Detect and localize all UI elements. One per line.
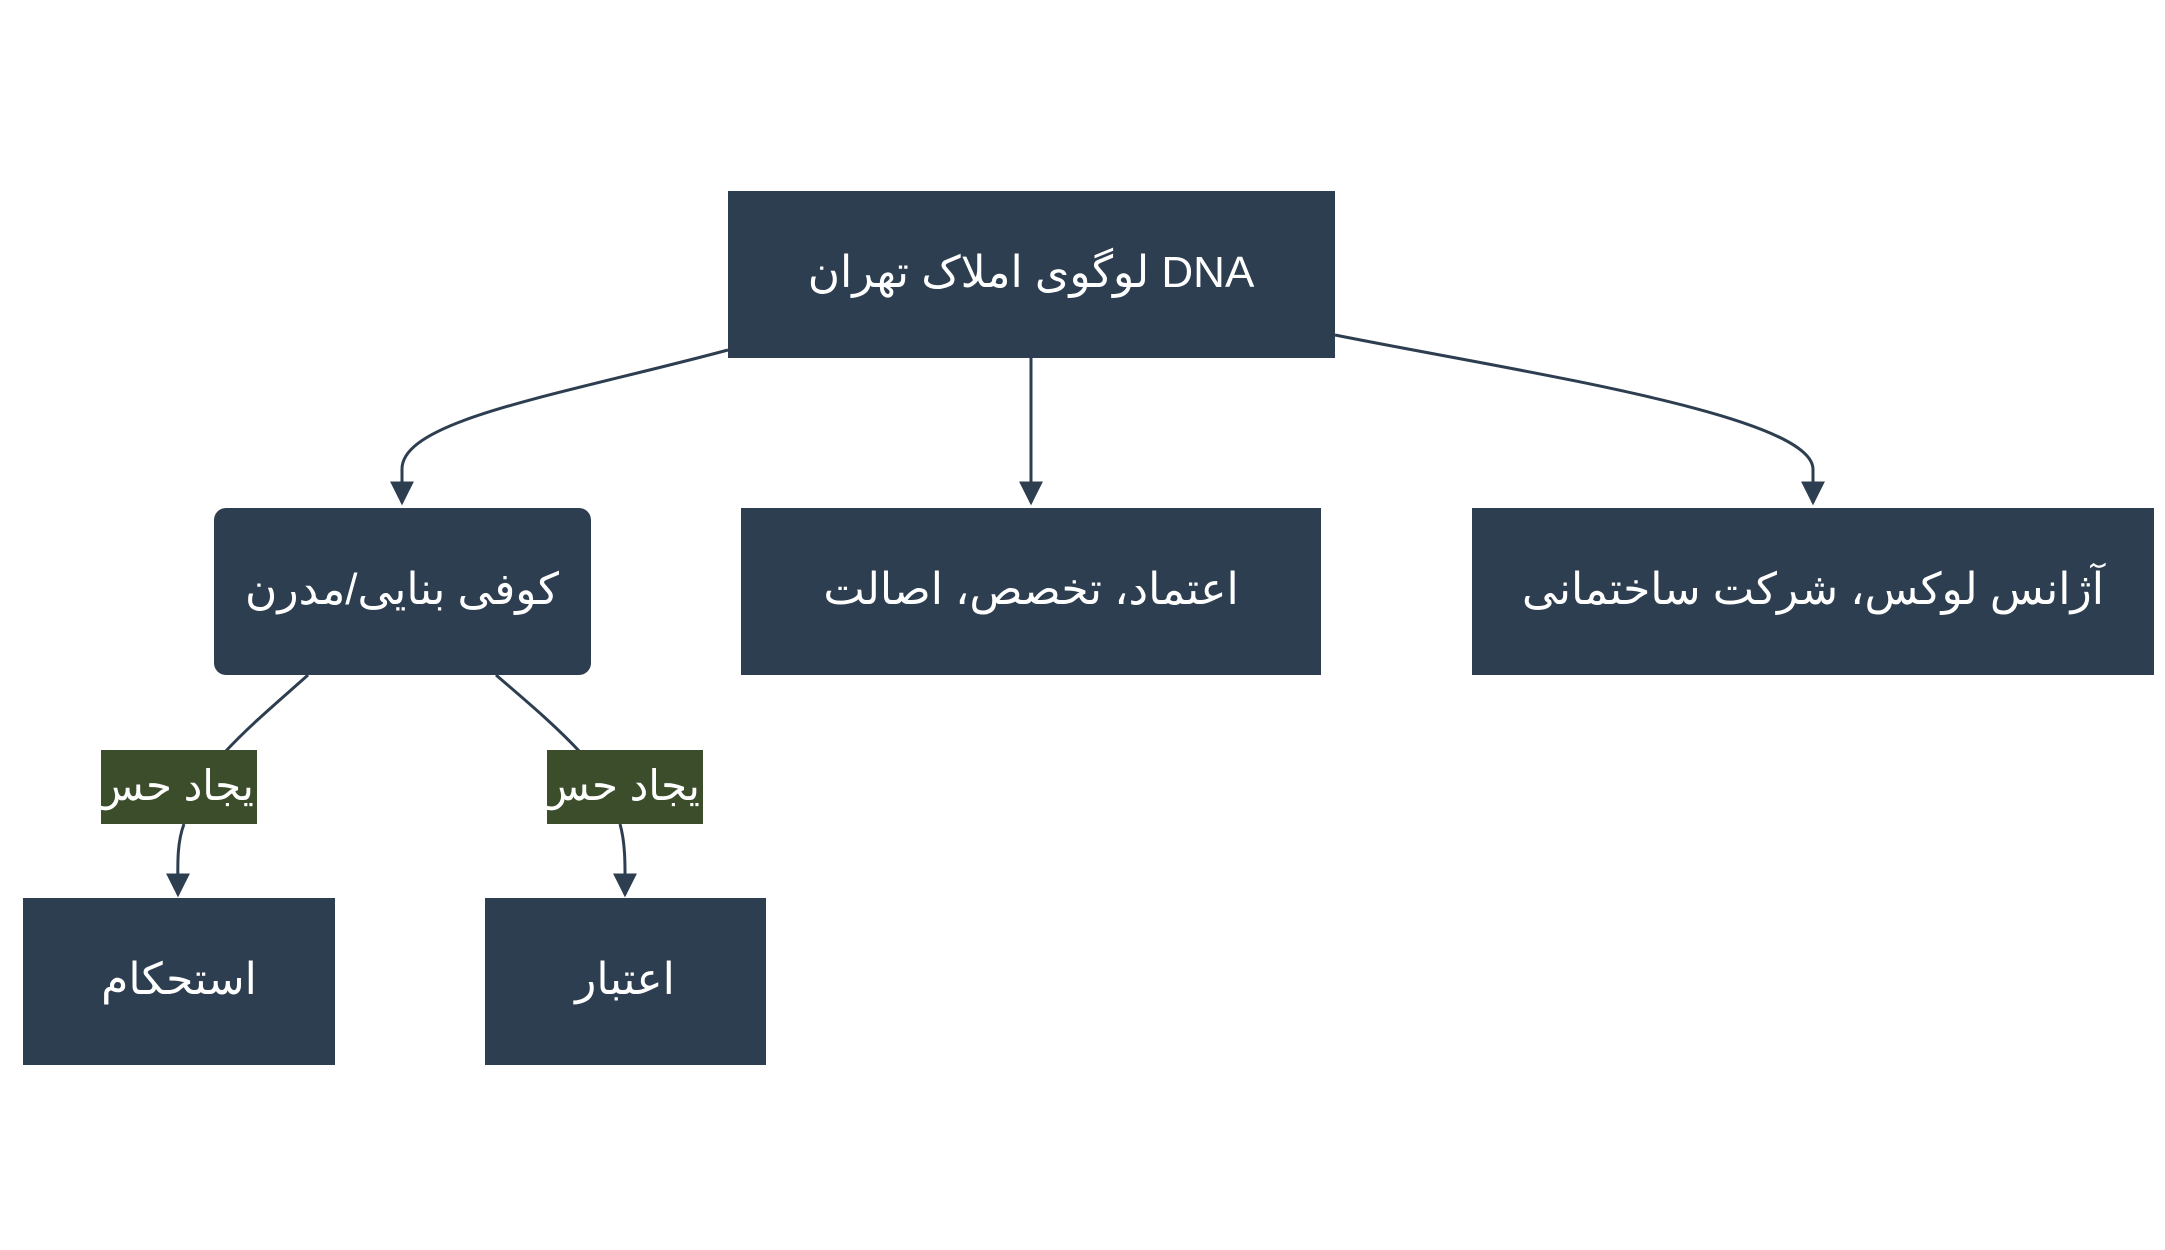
node-audience: آژانس لوکس، شرکت ساختمانی	[1472, 508, 2154, 675]
node-box	[741, 508, 1321, 675]
edge-root-to-font	[390, 348, 729, 506]
edge-label-text: ایجاد حس	[538, 762, 711, 810]
node-box	[728, 191, 1335, 358]
node-stability: استحکام	[23, 898, 335, 1065]
edge-font-to-credibility-lower	[613, 823, 638, 898]
edge-label-box	[547, 750, 703, 824]
node-box	[485, 898, 766, 1065]
edge-label-box	[101, 750, 257, 824]
node-label: DNA لوگوی املاک تهران	[808, 247, 1255, 298]
node-box	[1472, 508, 2154, 675]
node-box	[214, 508, 591, 675]
edge-root-to-audience	[1334, 333, 1825, 506]
edge-label-font-to-stability: ایجاد حس	[92, 750, 266, 824]
node-label: استحکام	[101, 955, 257, 1005]
edge-font-to-credibility	[495, 673, 582, 754]
node-label: اعتماد، تخصص، اصالت	[823, 565, 1238, 615]
edge-font-to-stability	[223, 673, 309, 754]
edge-label-font-to-credibility: ایجاد حس	[538, 750, 712, 824]
node-root: DNA لوگوی املاک تهران	[728, 191, 1335, 358]
node-label: اعتبار	[573, 955, 675, 1005]
node-label: آژانس لوکس، شرکت ساختمانی	[1522, 562, 2106, 615]
edge-font-to-stability-lower	[165, 823, 190, 898]
node-values: اعتماد، تخصص، اصالت	[741, 508, 1321, 675]
node-credibility: اعتبار	[485, 898, 766, 1065]
node-box	[23, 898, 335, 1065]
node-label: کوفی بنایی/مدرن	[245, 565, 559, 615]
edges	[165, 333, 1825, 898]
node-font: کوفی بنایی/مدرن	[214, 508, 591, 675]
edge-label-text: ایجاد حس	[92, 762, 265, 810]
